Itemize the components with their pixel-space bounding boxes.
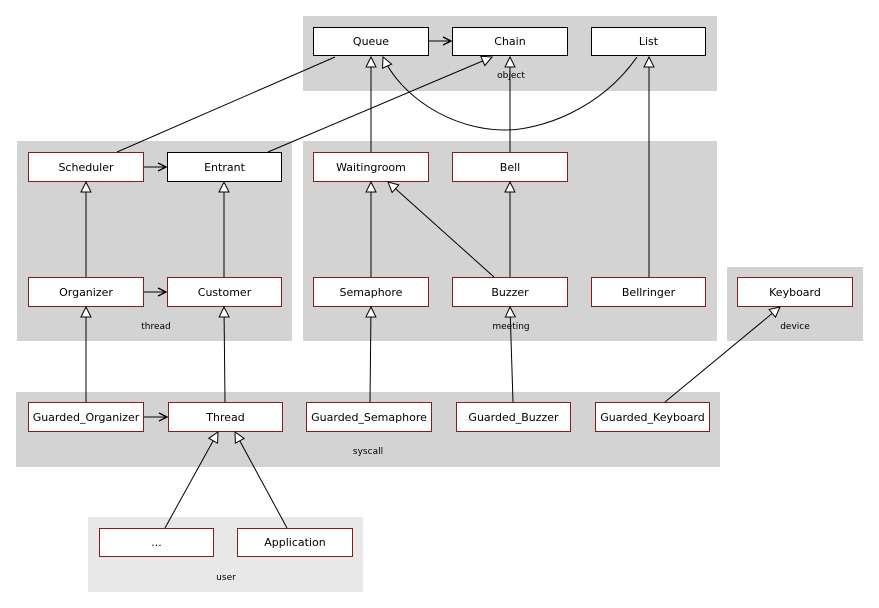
class-guarded-organizer[interactable]: Guarded_Organizer	[28, 402, 144, 432]
package-label-meeting: meeting	[492, 322, 530, 332]
class-guarded-semaphore[interactable]: Guarded_Semaphore	[306, 402, 432, 432]
class-chain[interactable]: Chain	[452, 27, 568, 56]
class-buzzer[interactable]: Buzzer	[452, 277, 568, 307]
class-bellringer[interactable]: Bellringer	[591, 277, 706, 307]
class-keyboard[interactable]: Keyboard	[737, 277, 853, 307]
class-queue[interactable]: Queue	[313, 27, 429, 56]
class-customer[interactable]: Customer	[167, 277, 282, 307]
class-guarded-buzzer[interactable]: Guarded_Buzzer	[456, 402, 571, 432]
class-list[interactable]: List	[591, 27, 706, 56]
class-bell[interactable]: Bell	[452, 152, 568, 182]
class-waitingroom[interactable]: Waitingroom	[313, 152, 429, 182]
class-thread[interactable]: Thread	[168, 402, 283, 432]
package-label-user: user	[216, 573, 236, 583]
class-organizer[interactable]: Organizer	[28, 277, 144, 307]
class-guarded-keyboard[interactable]: Guarded_Keyboard	[595, 402, 710, 432]
package-label-thread: thread	[141, 322, 171, 332]
class-application[interactable]: Application	[237, 528, 353, 557]
class-entrant[interactable]: Entrant	[167, 152, 282, 182]
package-label-device: device	[780, 322, 810, 332]
class-semaphore[interactable]: Semaphore	[313, 277, 429, 307]
class-scheduler[interactable]: Scheduler	[28, 152, 144, 182]
package-label-syscall: syscall	[352, 447, 384, 457]
class-ellipsis[interactable]: ...	[99, 528, 214, 557]
package-label-object: object	[497, 71, 525, 81]
